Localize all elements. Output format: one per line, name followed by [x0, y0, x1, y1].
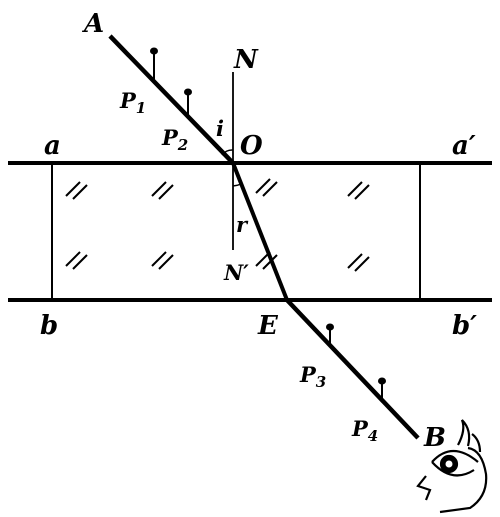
pin-p3 — [326, 323, 334, 347]
emergent-ray — [285, 298, 420, 440]
label-a-point: A — [81, 9, 104, 39]
label-normal-top: N — [233, 45, 259, 75]
label-incidence-point: O — [240, 131, 263, 161]
label-p2: P2 — [161, 125, 188, 154]
label-normal-bottom: N′ — [223, 260, 249, 285]
refracted-ray — [231, 162, 289, 301]
incident-ray — [108, 34, 235, 165]
pin-p1 — [150, 47, 158, 80]
label-angle-i: i — [216, 116, 224, 141]
glass-hatching — [65, 178, 370, 272]
label-p1: P1 — [119, 88, 146, 117]
label-bottom-right: b′ — [452, 311, 477, 341]
label-bottom-left: b — [40, 311, 58, 341]
label-top-right: a′ — [452, 131, 476, 161]
eye-icon — [416, 419, 488, 514]
pin-p4 — [378, 377, 386, 401]
label-top-left: a — [44, 131, 61, 161]
label-b-point: B — [423, 423, 446, 453]
pin-p2 — [184, 88, 192, 115]
label-angle-r: r — [236, 212, 249, 237]
label-p4: P4 — [351, 416, 378, 445]
label-exit-point: E — [257, 311, 279, 341]
label-p3: P3 — [299, 362, 326, 391]
